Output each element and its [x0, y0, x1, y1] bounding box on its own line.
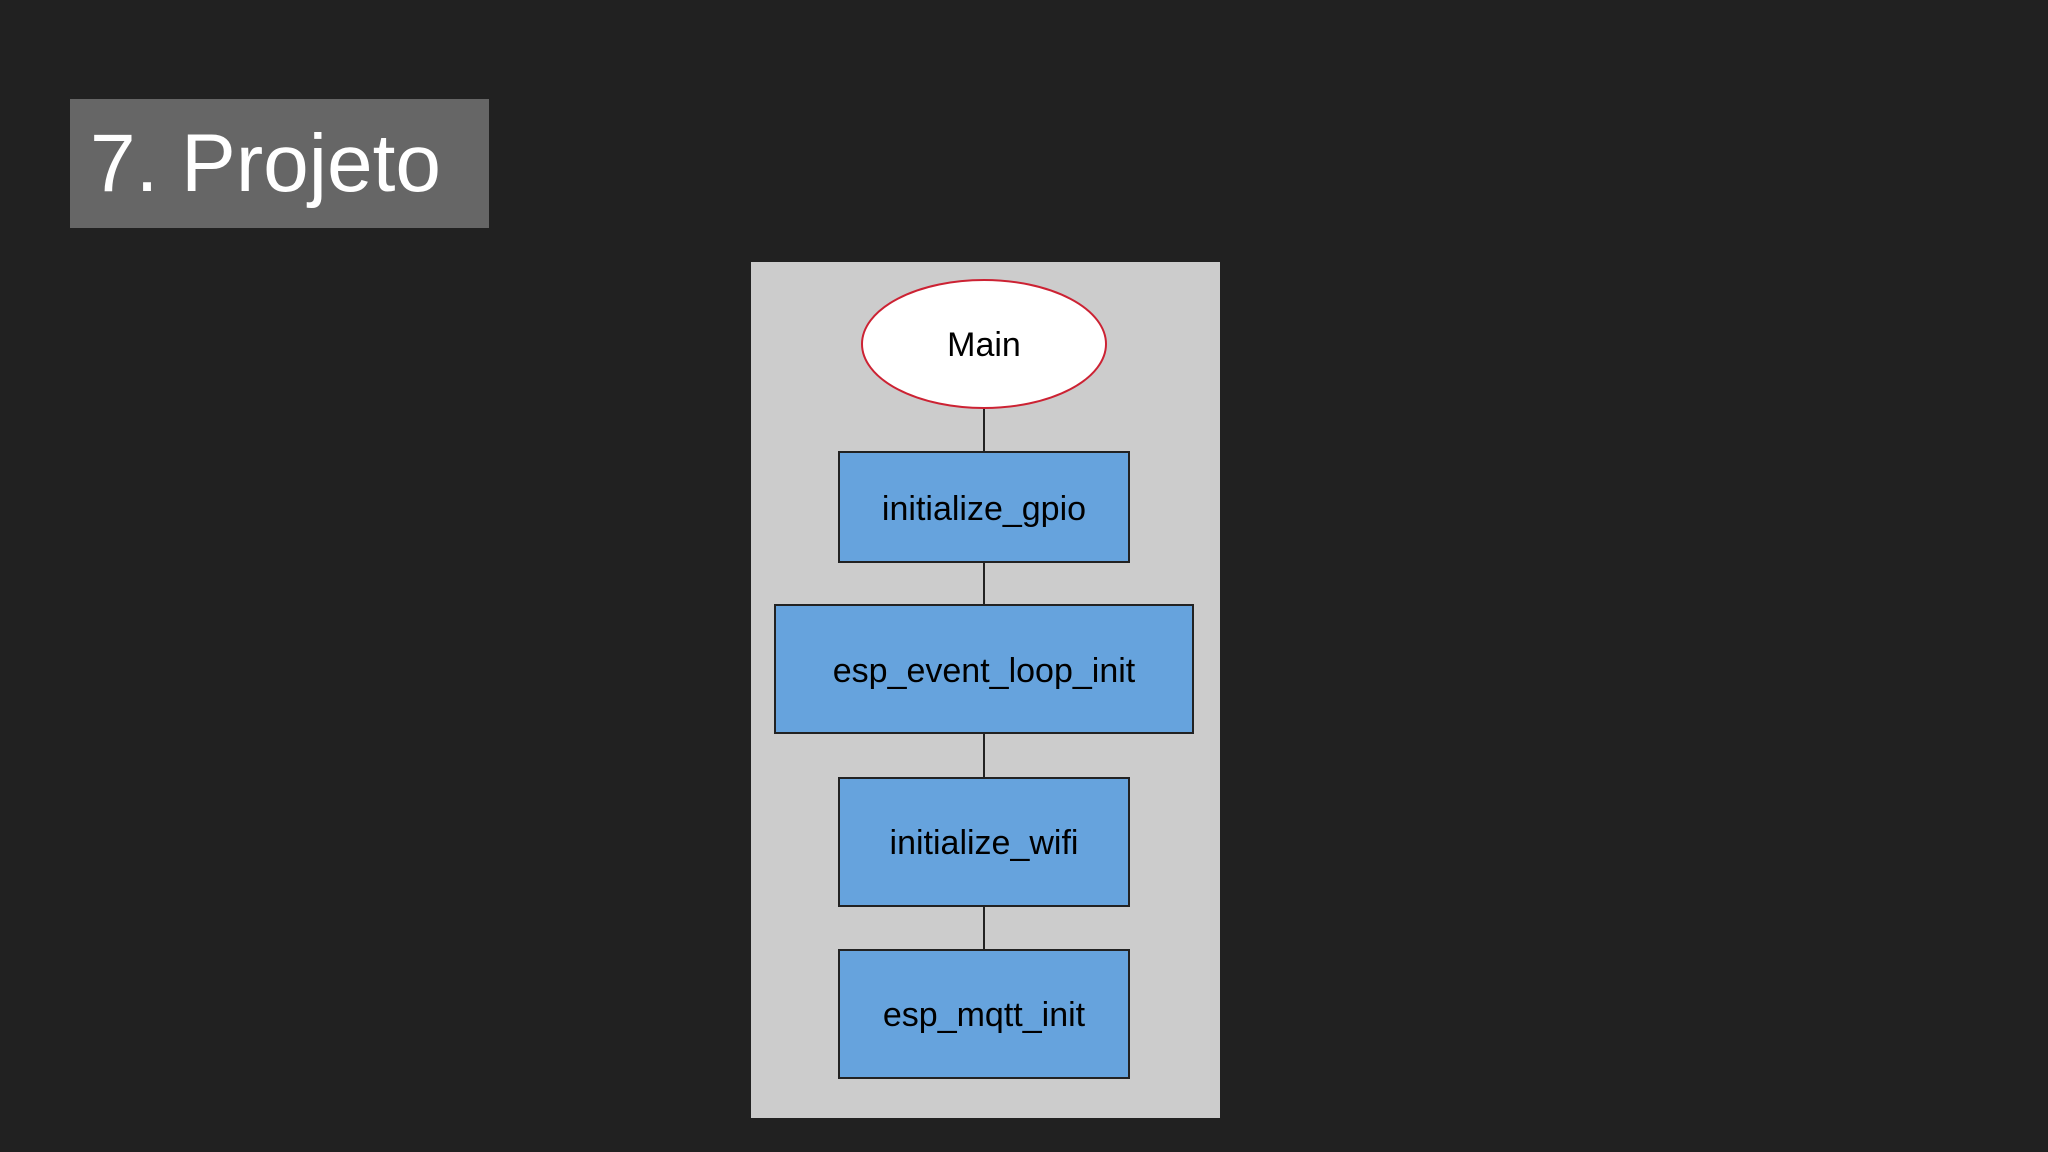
- node-main-label: Main: [947, 326, 1021, 364]
- node-initialize-wifi-shape: [838, 777, 1130, 907]
- node-esp-mqtt-init-shape: [838, 949, 1130, 1079]
- node-initialize-wifi: initialize_wifi: [838, 777, 1130, 907]
- node-esp-event-loop-init: esp_event_loop_init: [774, 604, 1194, 734]
- node-initialize-gpio-shape: [838, 451, 1130, 563]
- node-esp-mqtt-init: esp_mqtt_init: [838, 949, 1130, 1079]
- node-main-shape: [861, 279, 1107, 409]
- node-initialize-gpio: initialize_gpio: [838, 451, 1130, 563]
- node-initialize-wifi-label: initialize_wifi: [890, 824, 1079, 862]
- node-esp-event-loop-init-label: esp_event_loop_init: [833, 652, 1136, 690]
- node-main: Main: [861, 279, 1107, 409]
- node-initialize-gpio-label: initialize_gpio: [882, 490, 1086, 528]
- flowchart-panel: Main initialize_gpio esp_event_loop_init…: [751, 262, 1220, 1118]
- flowchart: Main initialize_gpio esp_event_loop_init…: [774, 279, 1194, 1079]
- node-esp-event-loop-init-shape: [774, 604, 1194, 734]
- node-esp-mqtt-init-label: esp_mqtt_init: [883, 996, 1086, 1034]
- title-box: 7. Projeto: [70, 99, 489, 228]
- slide-title: 7. Projeto: [90, 117, 441, 209]
